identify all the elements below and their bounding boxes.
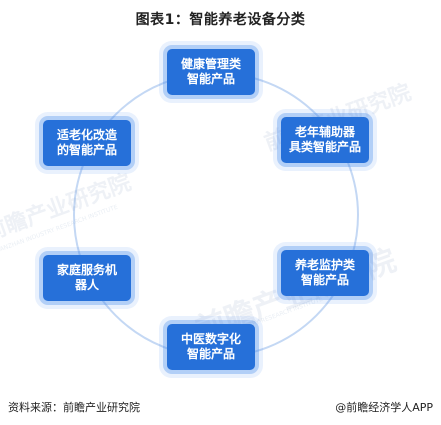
chart-title: 图表1：智能养老设备分类 <box>135 12 306 28</box>
node-elderly-monitoring: 养老监护类 智能产品 <box>281 250 369 296</box>
node-tcm-digital: 中医数字化 智能产品 <box>167 324 255 370</box>
node-elderly-monitoring-line1: 养老监护类 <box>294 258 355 272</box>
credit-note: @前瞻经济学人APP <box>335 401 433 414</box>
node-home-service-robot-line1: 家庭服务机 <box>56 263 117 277</box>
node-health-management-line2: 智能产品 <box>186 72 235 86</box>
node-aging-friendly-renovation-line1: 适老化改造 <box>56 128 117 142</box>
node-elderly-assistive-line1: 老年辅助器 <box>294 125 355 139</box>
node-elderly-monitoring-line2: 智能产品 <box>300 273 349 287</box>
node-elderly-assistive-line2: 具类智能产品 <box>289 140 362 154</box>
source-note: 资料来源：前瞻产业研究院 <box>8 401 140 414</box>
node-home-service-robot: 家庭服务机 器人 <box>43 255 131 301</box>
node-aging-friendly-renovation: 适老化改造 的智能产品 <box>43 120 131 166</box>
node-aging-friendly-renovation-line2: 的智能产品 <box>56 143 117 157</box>
node-elderly-assistive: 老年辅助器 具类智能产品 <box>281 117 369 163</box>
node-tcm-digital-line1: 中医数字化 <box>180 332 241 346</box>
node-health-management-line1: 健康管理类 <box>180 57 241 71</box>
node-home-service-robot-line2: 器人 <box>74 278 99 292</box>
node-health-management: 健康管理类 智能产品 <box>167 49 255 95</box>
node-tcm-digital-line2: 智能产品 <box>186 347 235 361</box>
